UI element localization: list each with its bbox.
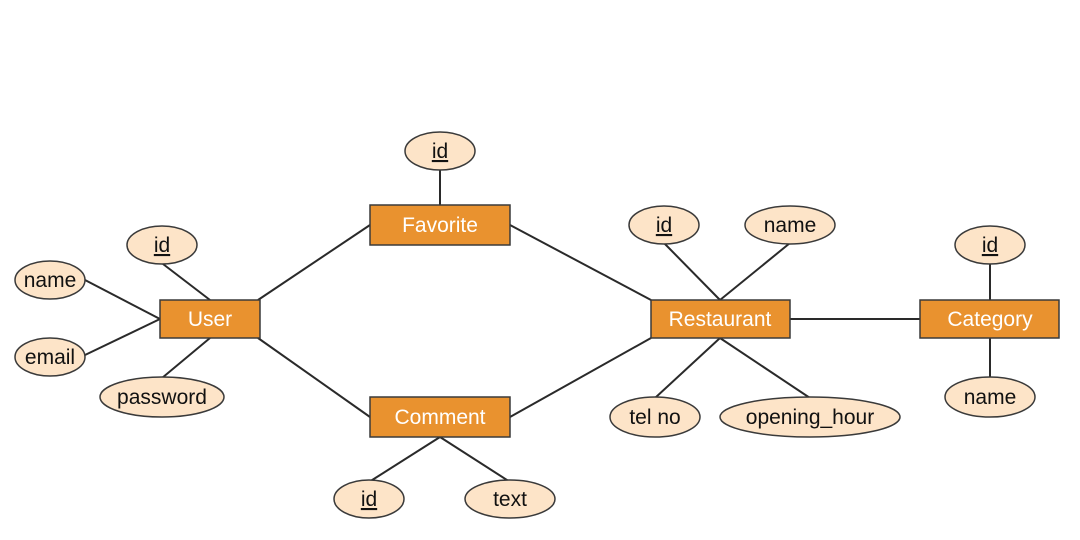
attr-comment-text: text: [464, 479, 556, 519]
attr-favorite-id-label: id: [432, 140, 448, 163]
edge-user-id: [162, 263, 211, 301]
entity-favorite-label: Favorite: [402, 214, 478, 237]
attr-restaurant-tel: tel no: [609, 396, 701, 438]
attr-user-password: password: [99, 376, 225, 418]
attr-user-email-label: email: [25, 346, 75, 369]
attr-user-id-label: id: [154, 234, 170, 257]
entity-comment-label: Comment: [394, 406, 485, 429]
edge-restaurant-tel: [654, 337, 721, 399]
attr-favorite-id: id: [404, 131, 476, 171]
attr-category-id-label: id: [982, 234, 998, 257]
connectors: [84, 170, 991, 483]
entity-category-label: Category: [947, 308, 1033, 331]
entity-user: User: [159, 299, 261, 339]
attr-user-name-label: name: [24, 269, 77, 292]
entity-restaurant-label: Restaurant: [669, 308, 772, 331]
entity-comment: Comment: [369, 396, 511, 438]
edge-favorite-restaurant: [509, 224, 652, 301]
entity-user-label: User: [188, 308, 232, 331]
edge-comment-restaurant: [509, 337, 652, 418]
attr-restaurant-opening-label: opening_hour: [746, 406, 874, 429]
edge-user-comment: [257, 337, 371, 418]
attr-category-name-label: name: [964, 386, 1017, 409]
edge-restaurant-name: [719, 242, 791, 301]
attr-comment-id: id: [333, 479, 405, 519]
attr-comment-id-label: id: [361, 488, 377, 511]
edge-restaurant-opening: [719, 337, 811, 399]
edge-user-favorite: [257, 224, 371, 301]
edge-user-password: [161, 337, 211, 379]
attr-restaurant-tel-label: tel no: [629, 406, 680, 429]
attr-restaurant-id: id: [628, 205, 700, 245]
attr-user-name: name: [14, 260, 86, 300]
attr-category-id: id: [954, 225, 1026, 265]
attr-user-email: email: [14, 337, 86, 377]
edge-user-name: [84, 279, 161, 320]
attr-comment-text-label: text: [493, 488, 527, 511]
attr-restaurant-name-label: name: [764, 214, 817, 237]
attr-restaurant-id-label: id: [656, 214, 672, 237]
attr-restaurant-name: name: [744, 205, 836, 245]
entity-favorite: Favorite: [369, 204, 511, 246]
edge-comment-text: [439, 436, 511, 483]
edge-comment-id: [368, 436, 441, 483]
attr-user-id: id: [126, 225, 198, 265]
attr-user-password-label: password: [117, 386, 207, 409]
entity-restaurant: Restaurant: [650, 299, 791, 339]
entity-category: Category: [919, 299, 1060, 339]
edge-user-email: [84, 318, 161, 356]
edge-restaurant-id: [663, 242, 721, 301]
attr-category-name: name: [944, 376, 1036, 418]
attr-restaurant-opening: opening_hour: [719, 396, 901, 438]
